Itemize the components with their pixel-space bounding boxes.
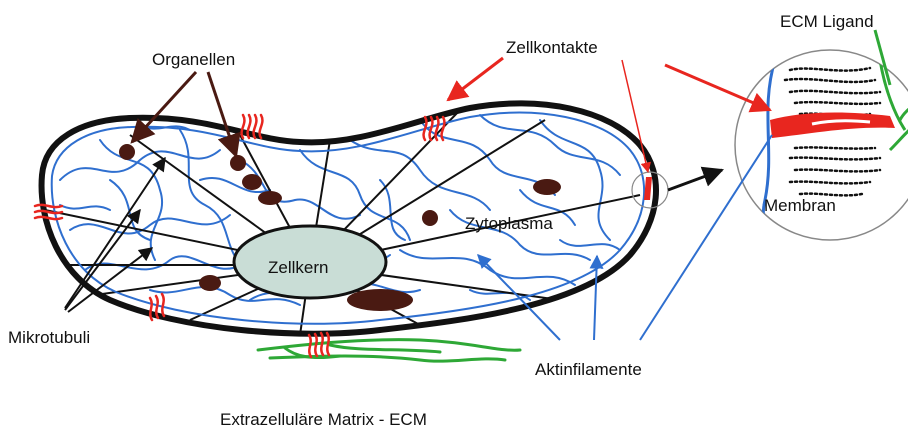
label-organelles: Organellen — [152, 50, 235, 70]
organelle — [258, 191, 282, 205]
organelle — [242, 174, 262, 190]
label-nucleus: Zellkern — [268, 258, 328, 278]
organelle — [119, 144, 135, 160]
organelle — [347, 289, 413, 311]
label-cytoplasm: Zytoplasma — [465, 214, 553, 234]
label-actin-filaments: Aktinfilamente — [535, 360, 642, 380]
membrane-contact-marker — [644, 177, 652, 200]
organelle — [230, 155, 246, 171]
label-membrane: Membran — [764, 196, 836, 216]
label-ecm-ligand: ECM Ligand — [780, 12, 874, 32]
organelle — [422, 210, 438, 226]
ecm-fibers — [258, 340, 520, 362]
organelle — [533, 179, 561, 195]
label-microtubules: Mikrotubuli — [8, 328, 90, 348]
label-cell-contacts: Zellkontakte — [506, 38, 598, 58]
label-extracellular-matrix: Extrazelluläre Matrix - ECM — [220, 410, 427, 430]
organelle — [199, 275, 221, 291]
